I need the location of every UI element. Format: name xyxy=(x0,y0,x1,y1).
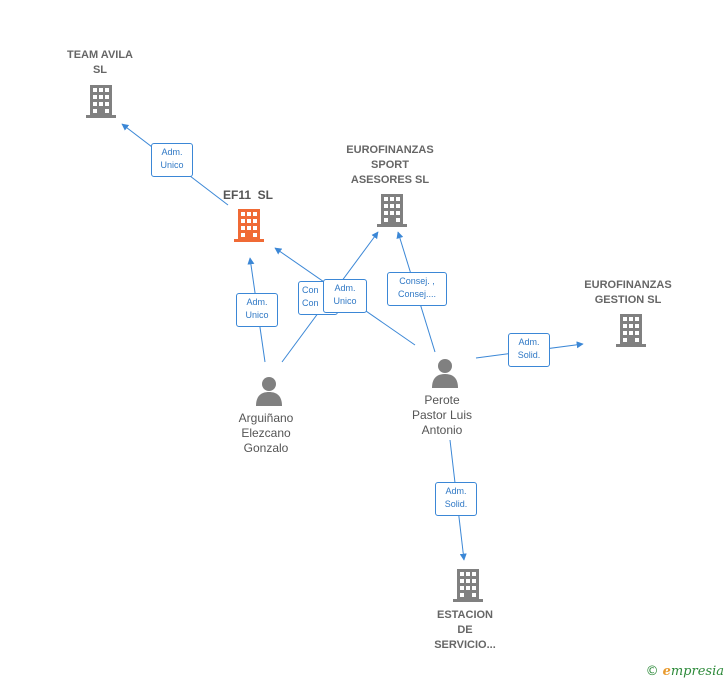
node-ef11-label: EF11 SL xyxy=(222,188,274,202)
node-estacion-label: ESTACION DE SERVICIO... xyxy=(434,609,496,651)
edge-badge-adm-solid[interactable]: Adm. Solid. xyxy=(508,333,550,367)
person-icon[interactable] xyxy=(430,358,460,388)
building-icon[interactable] xyxy=(453,568,483,603)
copyright-icon: © xyxy=(645,664,659,679)
edge-badge-adm-unico[interactable]: Adm. Unico xyxy=(323,279,367,313)
edge-badge-adm-unico[interactable]: Adm. Unico xyxy=(151,143,193,177)
node-perote-label: Perote Pastor Luis Antonio xyxy=(411,393,473,437)
edge-badge-consej[interactable]: Consej. , Consej.... xyxy=(387,272,447,306)
building-icon[interactable] xyxy=(616,313,646,348)
node-eurofinanzas-gestion-label: EUROFINANZAS GESTION SL xyxy=(584,279,672,306)
brand-logo: ©empresia xyxy=(645,664,724,679)
building-icon[interactable] xyxy=(377,193,407,228)
edge-badge-adm-solid[interactable]: Adm. Solid. xyxy=(435,482,477,516)
building-icon[interactable] xyxy=(234,208,264,243)
node-team-avila-label: TEAM AVILA SL xyxy=(67,49,133,76)
building-icon[interactable] xyxy=(86,84,116,119)
node-eurofinanzas-sport-label: EUROFINANZAS SPORT ASESORES SL xyxy=(346,144,434,186)
edge-badge-adm-unico[interactable]: Adm. Unico xyxy=(236,293,278,327)
person-icon[interactable] xyxy=(254,376,284,406)
node-arguinano-label: Arguiñano Elezcano Gonzalo xyxy=(238,411,294,455)
